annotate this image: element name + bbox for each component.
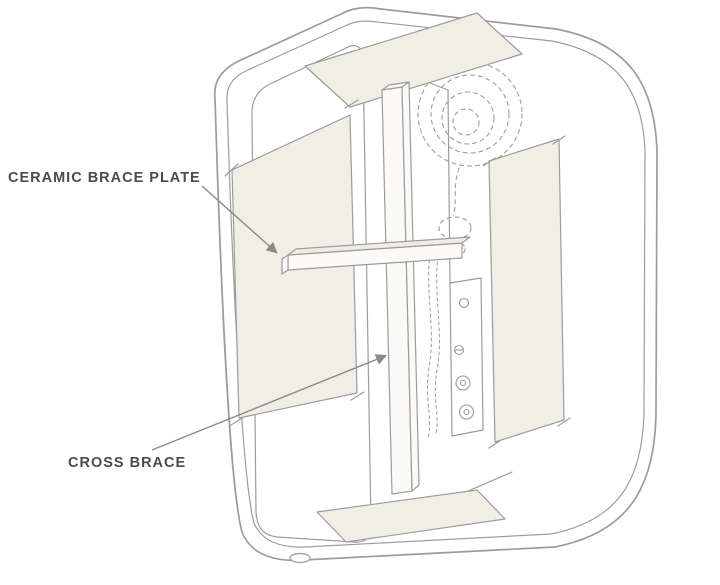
cable-dashed-lines [426,253,440,439]
cross-brace-leader-line [151,354,388,451]
ceramic-plate-right [488,138,565,443]
foot [289,552,311,564]
screw-panel [449,277,484,437]
label-ceramic-brace-plate: CERAMIC BRACE PLATE [8,170,201,186]
annotations [151,185,388,451]
vertical-cross-brace [381,81,420,495]
bottom-panel [316,489,506,543]
line-art [213,6,658,564]
horizontal-cross-brace [281,236,471,275]
label-cross-brace: CROSS BRACE [68,455,187,471]
screw-details [453,297,475,420]
ceramic-plate-leader-line [201,185,278,254]
screw-icon [458,297,470,309]
enclosure-inner-wall [226,20,646,548]
top-panel [304,12,523,108]
plate-corner-tabs [224,99,571,449]
